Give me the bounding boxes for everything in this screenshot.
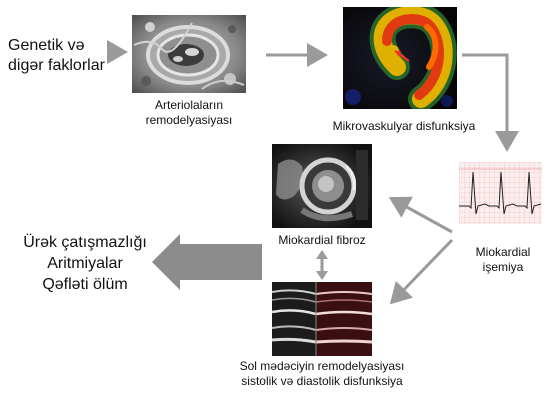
outcome-sudden-death: Qəfləti ölüm	[42, 276, 128, 293]
arrow-microvascular-to-ischemia	[462, 53, 519, 152]
ischemia-label: Miokardial işemiya	[475, 245, 531, 274]
outcomes-text: Ürək çatışmazlığı Aritmiyalar Qəfləti öl…	[10, 232, 160, 295]
big-arrow-to-outcomes	[152, 234, 262, 290]
remodeling-label: Sol mədəciyin remodelyasiyası sistolik v…	[239, 359, 405, 388]
echo-mmode-image	[272, 282, 372, 356]
arrow-ischemia-to-fibrosis	[388, 196, 453, 234]
fibrosis-label: Miokardial fibroz	[278, 233, 366, 247]
ecg-strip	[459, 162, 542, 224]
arrow-ischemia-to-remodeling	[389, 238, 454, 305]
outcome-arrhythmias: Aritmiyalar	[47, 255, 123, 272]
outcome-heart-failure: Ürək çatışmazlığı	[23, 234, 147, 251]
microvascular-label: Mikrovaskulyar disfunksiya	[332, 119, 476, 133]
arteriole-micrograph	[132, 15, 246, 93]
intro-line-1: Genetik və	[8, 37, 85, 54]
cardiac-mri-image	[272, 144, 372, 228]
arteriole-label: Arteriolaların remodelyasiyası	[145, 98, 233, 127]
intro-line-2: digər faklorlar	[8, 57, 105, 74]
perfusion-image	[343, 7, 457, 109]
intro-text: Genetik və digər faklorlar	[8, 36, 105, 76]
